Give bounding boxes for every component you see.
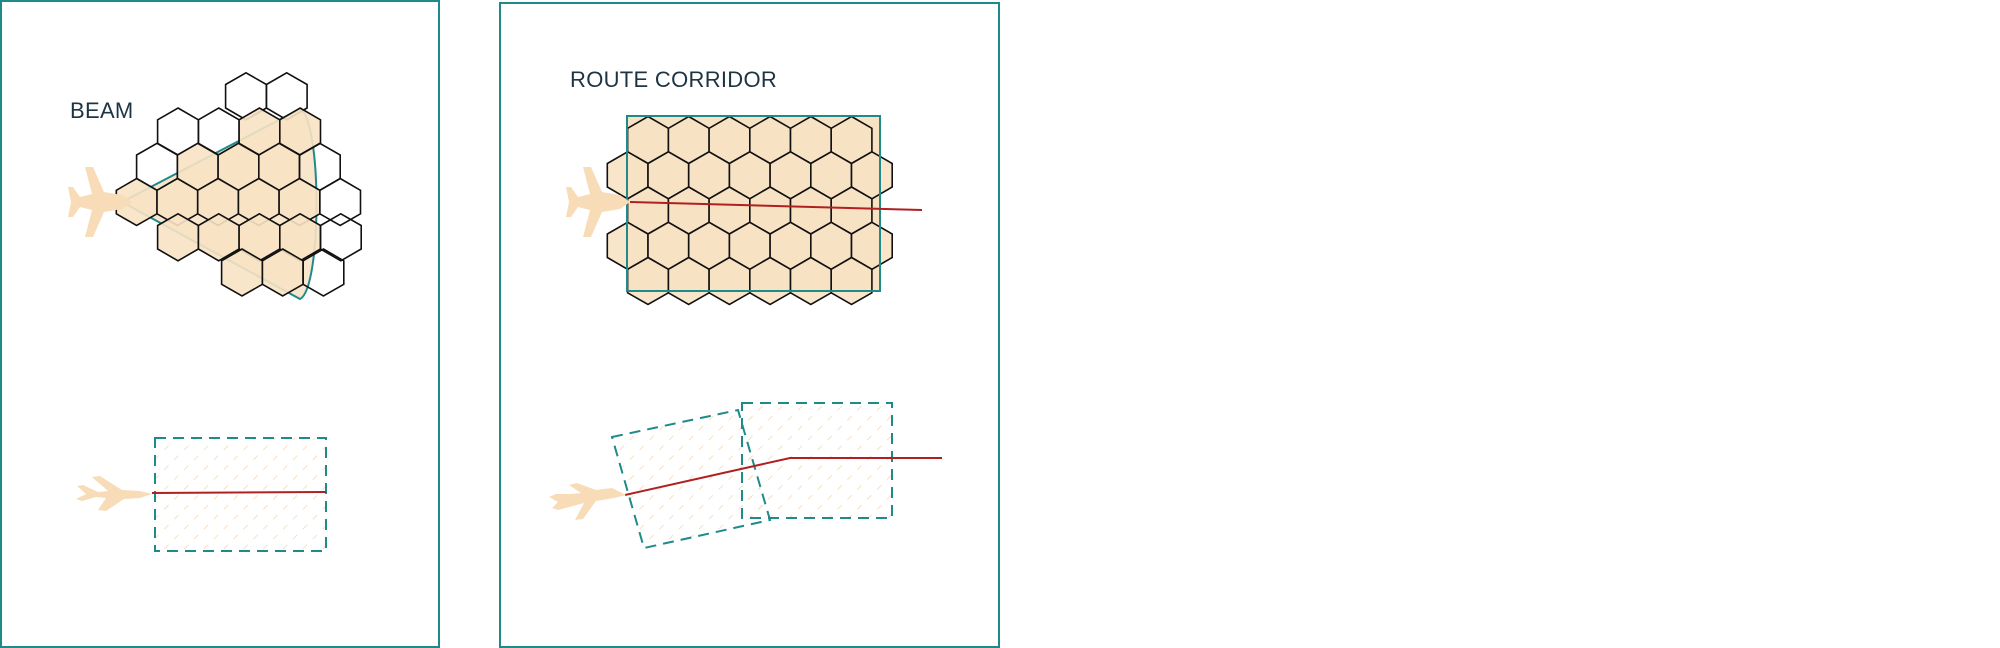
hex-cell bbox=[318, 177, 362, 227]
beam-panel: BEAM bbox=[0, 0, 440, 648]
airplane-icon bbox=[68, 167, 132, 237]
beam-route-line bbox=[151, 491, 327, 494]
hex-cell bbox=[302, 248, 345, 297]
airplane-icon bbox=[566, 167, 630, 237]
beam-panel-title: BEAM bbox=[70, 98, 134, 123]
hex-cell bbox=[830, 256, 873, 306]
route-corridor-panel: ROUTE CORRIDOR bbox=[499, 2, 1000, 648]
airplane-icon bbox=[76, 476, 152, 511]
route-line bbox=[629, 201, 923, 211]
route-dogleg-diagram bbox=[549, 402, 942, 550]
route-corridor-leg-1 bbox=[610, 408, 772, 550]
airplane-icon bbox=[549, 483, 626, 520]
route-coverage-diagram bbox=[566, 115, 923, 306]
beam-corridor-area bbox=[154, 437, 327, 552]
route-corridor-panel-title: ROUTE CORRIDOR bbox=[570, 67, 778, 92]
hex-cell bbox=[319, 212, 363, 262]
beam-corridor-diagram bbox=[76, 437, 327, 552]
route-hex-grid bbox=[606, 115, 894, 306]
route-dogleg-line bbox=[624, 457, 942, 496]
beam-hex-grid bbox=[115, 71, 363, 297]
route-corridor-leg-2 bbox=[741, 402, 893, 519]
beam-coverage-diagram bbox=[68, 71, 363, 301]
